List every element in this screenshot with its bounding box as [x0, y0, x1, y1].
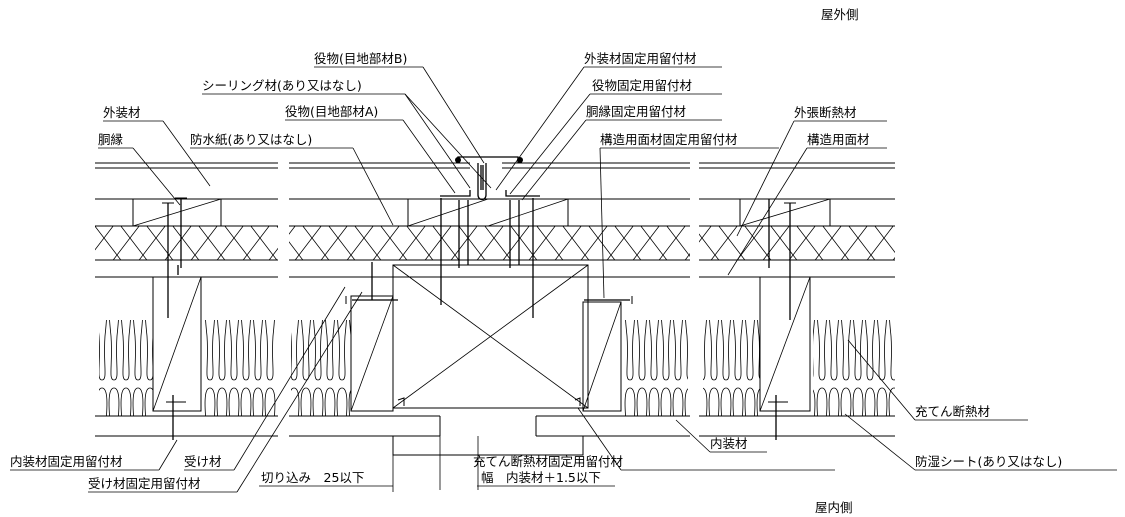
- labels: 屋外側 屋内側 役物(目地部材B) シーリング材(あり又はなし) 役物(目地部材…: [10, 7, 1062, 515]
- wall-layers: [95, 156, 895, 456]
- juuten-layer: [95, 320, 895, 417]
- label-naisouzai: 内装材: [710, 436, 748, 451]
- label-yakumono-fix: 役物固定用留付材: [592, 78, 692, 93]
- leader-lines: [10, 66, 1117, 493]
- yakumono-joint: [440, 156, 540, 201]
- dimension-cut: 切り込み 25以下: [261, 470, 364, 485]
- label-indoor-side: 屋内側: [815, 500, 853, 515]
- fasteners: [162, 197, 796, 440]
- label-doubuchi-fix: 胴縁固定用留付材: [586, 104, 686, 119]
- doubuchi-strips: [132, 198, 831, 227]
- label-juuten-fix: 充てん断熱材固定用留付材: [473, 454, 623, 469]
- label-yakumono-a: 役物(目地部材A): [285, 104, 378, 119]
- label-bousitsu: 防湿シート(あり又はなし): [915, 454, 1062, 469]
- label-gaisouzai-fix: 外装材固定用留付材: [584, 51, 697, 66]
- label-outdoor-side: 屋外側: [821, 7, 859, 22]
- label-kouzou-menzai-fix: 構造用面材固定用留付材: [600, 132, 738, 147]
- label-gaisouzai: 外装材: [103, 105, 141, 120]
- label-sotobari: 外張断熱材: [794, 105, 857, 120]
- sotobari-layer: [95, 225, 895, 261]
- label-doubuchi: 胴縁: [98, 132, 123, 147]
- label-yakumono-b: 役物(目地部材B): [314, 51, 407, 66]
- label-naisou-fix: 内装材固定用留付材: [10, 454, 123, 469]
- dimension-width: 幅 内装材＋1.5以下: [481, 470, 601, 485]
- label-ukezai: 受け材: [184, 454, 222, 469]
- label-bousuishi: 防水紙(あり又はなし): [190, 132, 312, 147]
- gaisouzai-layer: [95, 162, 895, 200]
- label-juuten: 充てん断熱材: [915, 404, 990, 419]
- label-sealing: シーリング材(あり又はなし): [202, 78, 362, 93]
- label-ukezai-fix: 受け材固定用留付材: [88, 476, 201, 491]
- label-kouzou-menzai: 構造用面材: [807, 132, 870, 147]
- naisouzai-layer: [95, 415, 895, 456]
